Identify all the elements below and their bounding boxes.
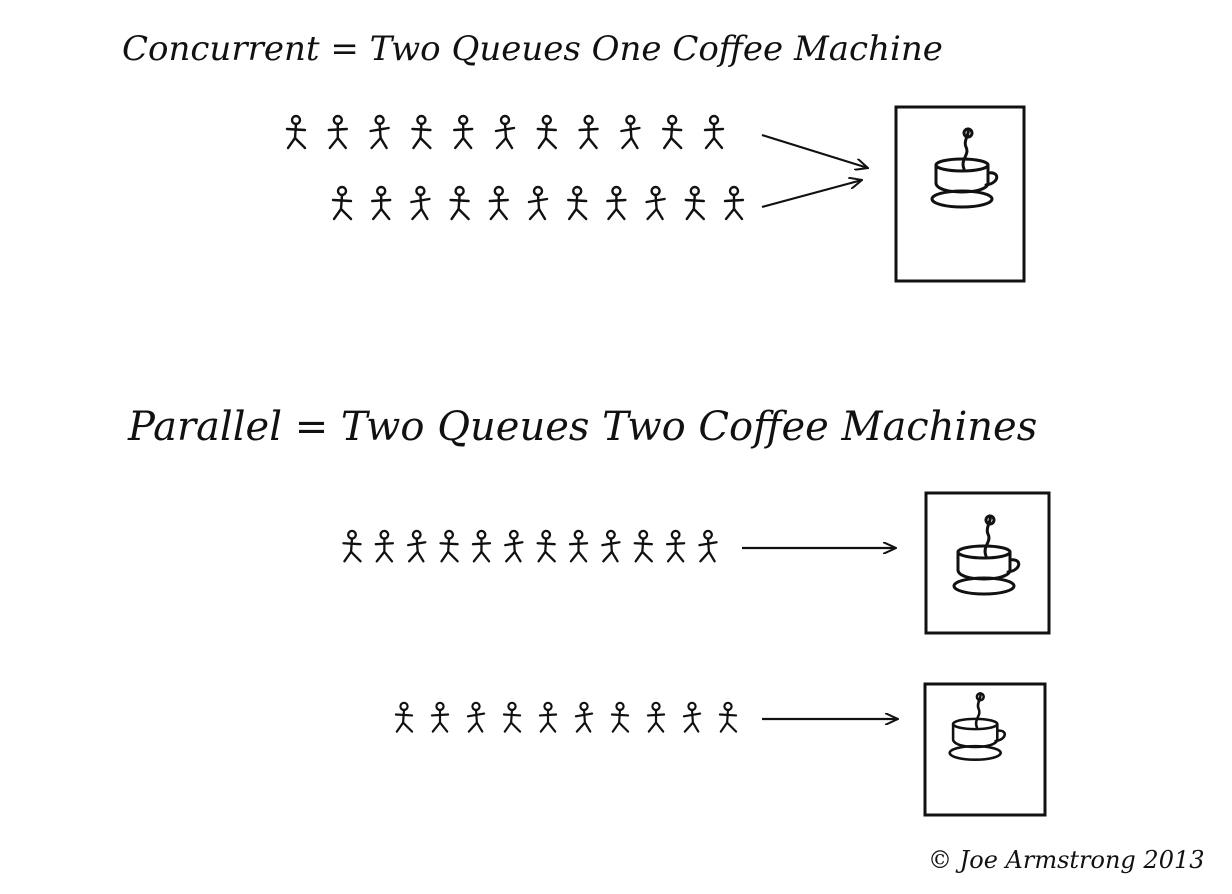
stick-person-icon [568, 529, 589, 563]
stick-person-icon [410, 185, 431, 221]
stick-person-icon [342, 529, 362, 563]
stick-person-icon [471, 529, 492, 563]
stick-person-icon [494, 114, 516, 150]
stick-person-icon [567, 185, 588, 221]
stick-person-icon [439, 529, 459, 563]
stick-person-icon [703, 114, 725, 150]
stick-person-icon [682, 701, 702, 733]
stick-person-icon [488, 185, 509, 221]
stick-person-icon [610, 701, 630, 733]
stick-person-icon [327, 114, 348, 150]
stick-person-icon [371, 185, 392, 221]
parallel-coffee-machine-1 [924, 491, 1051, 635]
stick-person-icon [718, 701, 738, 733]
stick-person-icon [665, 529, 686, 563]
stick-person-icon [374, 529, 395, 563]
concurrent-title: Concurrent = Two Queues One Coffee Machi… [122, 29, 943, 69]
stick-person-icon [645, 185, 666, 221]
stick-person-icon [466, 701, 486, 733]
stick-person-icon [538, 701, 558, 733]
concurrent-arrow-1 [761, 133, 868, 168]
parallel-queue-1 [342, 529, 718, 563]
stick-person-icon [449, 185, 470, 221]
parallel-title: Parallel = Two Queues Two Coffee Machine… [127, 404, 1037, 450]
coffee-cup-icon [930, 127, 999, 209]
stick-person-icon [453, 114, 474, 150]
stick-person-icon [578, 114, 599, 150]
concurrent-queue-2 [331, 185, 745, 221]
stick-person-icon [394, 701, 414, 733]
stick-person-icon [502, 701, 522, 733]
stick-person-icon [430, 701, 450, 733]
concurrent-queue-1 [285, 114, 725, 150]
stick-person-icon [698, 529, 718, 563]
stick-person-icon [369, 114, 390, 150]
stick-person-icon [601, 529, 621, 563]
parallel-queue-2 [394, 701, 738, 733]
stick-person-icon [684, 185, 705, 221]
stick-person-icon [536, 114, 557, 150]
stick-person-icon [504, 529, 524, 563]
stick-person-icon [285, 114, 307, 150]
copyright-credit: © Joe Armstrong 2013 [928, 846, 1205, 874]
stick-person-icon [407, 529, 427, 563]
stick-person-icon [574, 701, 594, 733]
concurrent-coffee-machine [894, 105, 1026, 283]
stick-person-icon [411, 114, 432, 150]
stick-person-icon [536, 529, 556, 563]
stick-person-icon [606, 185, 627, 221]
concurrent-arrow-2 [761, 180, 862, 209]
coffee-cup-icon [952, 514, 1021, 596]
stick-person-icon [662, 114, 683, 150]
stick-person-icon [620, 114, 641, 150]
coffee-cup-icon [948, 692, 1006, 761]
stick-person-icon [527, 185, 549, 221]
parallel-coffee-machine-2 [923, 682, 1047, 817]
stick-person-icon [633, 529, 653, 563]
stick-person-icon [331, 185, 353, 221]
stick-person-icon [723, 185, 745, 221]
stick-person-icon [646, 701, 666, 733]
